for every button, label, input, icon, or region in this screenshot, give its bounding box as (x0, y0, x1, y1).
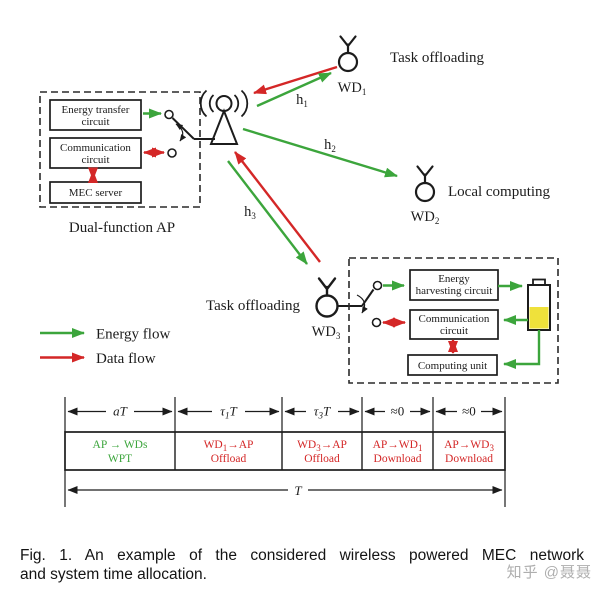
wd3-switch-terminal-energy (372, 280, 383, 291)
timeline-tick-lines (64, 397, 506, 432)
channel-h2-label: h2 (324, 137, 336, 154)
mec-network-diagram: Energy transfer circuit Communication ci… (39, 35, 559, 507)
energy-flow-battery-to-computing-arrow (503, 330, 541, 369)
duration-label-tau1: τ1T (220, 404, 237, 421)
ap-switch-terminal-data (167, 148, 177, 158)
wd3-switch-lever (361, 288, 375, 307)
slot-wd3-download-line2: Download (445, 453, 493, 465)
slot-wd3-download-line1: AP→WD3 (444, 439, 494, 453)
ap-switch-lever (171, 117, 195, 140)
wd2-label: WD2 (411, 209, 440, 226)
ap-switch-toggle-icon (175, 123, 187, 142)
duration-label-dl1: ≈0 (391, 404, 405, 419)
ap-communication-circuit-box (49, 137, 142, 169)
data-flow-wd3-to-ap-arrow (234, 151, 321, 263)
mec-server-label: MEC server (69, 187, 123, 199)
total-period-arrow (64, 470, 506, 507)
ap-communication-circuit-label-line1: Communication (60, 142, 131, 154)
wd2-activity-label: Local computing (448, 184, 551, 200)
energy-harvesting-circuit-label-line1: Energy (438, 273, 470, 285)
total-period-label: T (294, 483, 302, 498)
wd1-activity-label: Task offloading (390, 50, 485, 66)
ap-dashed-box (39, 91, 201, 208)
wd3-dashed-box (348, 257, 559, 384)
duration-label-tau3: τ3T (314, 404, 331, 421)
computing-unit-box (407, 354, 498, 376)
energy-transfer-circuit-label-line1: Energy transfer (62, 104, 130, 116)
legend-data-flow-label: Data flow (96, 351, 156, 367)
battery-icon (527, 278, 551, 331)
slot-wd3-offload-line1: WD3→AP (297, 439, 347, 453)
wd3-label: WD3 (312, 324, 341, 341)
slot-wd1-offload-line1: WD1→AP (204, 439, 254, 453)
energy-flow-ap-to-wd1-arrow (256, 71, 332, 108)
figure-caption: Fig. 1. An example of the considered wir… (20, 546, 584, 585)
wd3-switch-toggle-icon (356, 294, 368, 314)
timeline-bar (64, 431, 506, 471)
ap-label: Dual-function AP (69, 220, 175, 236)
figure-caption-line1: Fig. 1. An example of the considered wir… (20, 547, 584, 564)
slot-wd3-offload-line2: Offload (304, 453, 340, 465)
channel-h1-label: h1 (296, 92, 308, 109)
wd1-label: WD1 (338, 80, 367, 97)
wd3-device-icon (315, 277, 339, 318)
wd1-device-icon (337, 35, 359, 73)
energy-transfer-circuit-label-line2: circuit (81, 116, 109, 128)
channel-h3-label: h3 (244, 204, 256, 221)
ap-switch-terminal-energy (164, 109, 174, 120)
slot-wpt-line2: WPT (108, 453, 132, 465)
slot-wd1-offload-line2: Offload (211, 453, 247, 465)
duration-label-wpt: aT (113, 404, 128, 419)
energy-harvesting-circuit-box (409, 269, 499, 301)
slot-wd1-download-line2: Download (374, 453, 422, 465)
legend-energy-flow-label: Energy flow (96, 327, 170, 343)
computing-unit-label: Computing unit (418, 360, 487, 372)
duration-label-dl3: ≈0 (462, 404, 476, 419)
data-flow-wd1-to-ap-arrow (253, 65, 338, 95)
energy-flow-ap-to-wd2-arrow (242, 127, 398, 178)
wd3-communication-circuit-label-line2: circuit (440, 325, 468, 337)
ap-antenna-icon (199, 89, 249, 145)
energy-flow-ap-to-wd3-arrow (227, 160, 308, 265)
timeline-bar-dividers (174, 432, 434, 470)
wd2-device-icon (414, 165, 436, 203)
wd3-activity-label: Task offloading (206, 298, 301, 314)
energy-transfer-circuit-box (49, 99, 142, 131)
figure-caption-line2: and system time allocation. (20, 566, 207, 584)
watermark: 知乎 @聂聂 (506, 564, 592, 581)
slot-wd1-download-line1: AP→WD1 (373, 439, 423, 453)
slot-wpt-line1: AP → WDs (93, 439, 148, 451)
energy-harvesting-circuit-label-line2: harvesting circuit (416, 285, 493, 297)
wd3-communication-circuit-label-line1: Communication (419, 313, 490, 325)
wd3-switch-terminal-data (371, 317, 382, 328)
ap-communication-circuit-label-line2: circuit (81, 154, 109, 166)
